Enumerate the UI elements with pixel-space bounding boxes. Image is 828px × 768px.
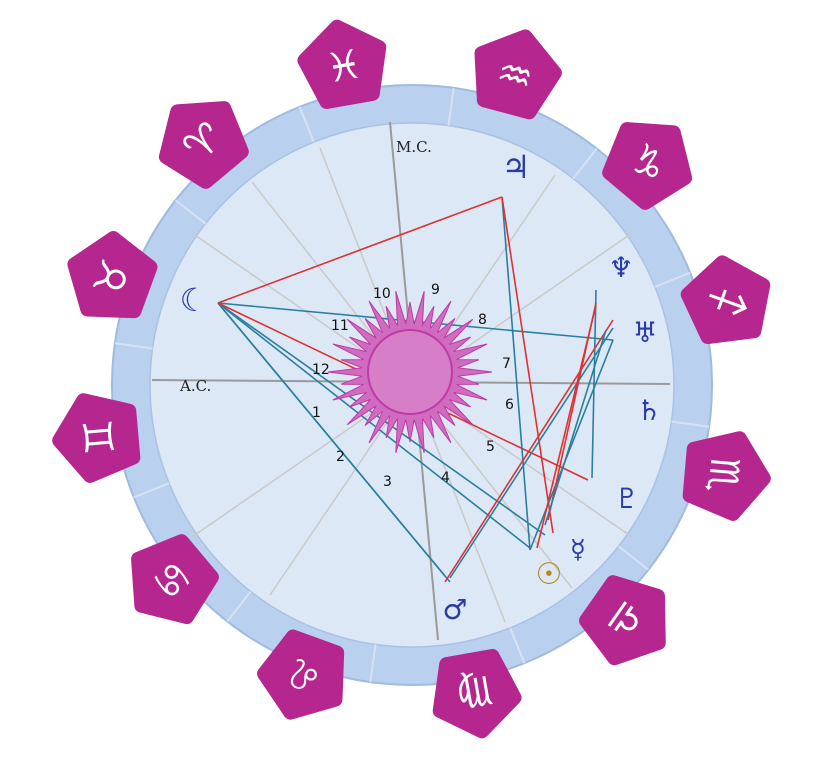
badge-shape — [680, 255, 771, 344]
aspect-line — [536, 304, 597, 549]
taurus-badge: ♉ — [67, 231, 158, 319]
gemini-icon: ♊ — [76, 417, 125, 457]
badge-shape — [474, 29, 562, 120]
badge-shape — [257, 629, 345, 720]
ring-divider — [174, 199, 207, 225]
house-number-6: 6 — [505, 397, 514, 413]
ring-divider — [369, 644, 377, 683]
aspect-line — [591, 289, 597, 479]
aspect-line — [449, 327, 614, 579]
midheaven-label: M.C. — [396, 138, 432, 156]
mars-icon: ♂ — [442, 593, 467, 626]
badge-shape — [158, 101, 249, 189]
house-number-5: 5 — [486, 439, 495, 455]
ring-divider — [114, 342, 153, 350]
mercury-icon: ☿ — [570, 535, 586, 565]
badge-shape — [131, 534, 219, 625]
aries-badge: ♈ — [158, 101, 249, 189]
aspect-line — [529, 339, 614, 551]
badge-shape — [682, 431, 771, 521]
zodiac-badges: ♓ ♒ ♑ ♐ ♏ ♎ ♍ ♌ — [52, 19, 771, 739]
saturn-icon: ♄ — [636, 394, 661, 427]
sun-disc — [367, 329, 453, 415]
aquarius-badge: ♒ — [474, 29, 562, 120]
scorpio-icon: ♏ — [699, 455, 748, 495]
house-number-12: 12 — [312, 362, 330, 378]
leo-badge: ♌ — [257, 629, 345, 720]
scorpio-badge: ♏ — [682, 431, 771, 521]
badge-shape — [578, 575, 666, 666]
house-number-7: 7 — [502, 356, 511, 372]
aspect-line — [544, 329, 607, 526]
house-number-10: 10 — [373, 286, 391, 302]
pisces-icon: ♓ — [323, 41, 366, 93]
aspect-line — [444, 319, 614, 583]
house-number-2: 2 — [336, 449, 345, 465]
house-number-4: 4 — [441, 470, 450, 486]
cancer-badge: ♋ — [131, 534, 219, 625]
badge-shape — [602, 122, 693, 210]
pisces-badge: ♓ — [297, 19, 387, 109]
gemini-badge: ♊ — [52, 393, 141, 483]
jupiter-icon: ♃ — [502, 148, 531, 186]
uranus-icon: ♅ — [632, 316, 657, 349]
aspect-line — [501, 196, 554, 534]
libra-badge: ♎ — [578, 575, 666, 666]
ring-dividers — [114, 87, 710, 683]
virgo-icon: ♍ — [453, 665, 496, 717]
ring-divider — [133, 482, 170, 499]
aspect-line — [501, 196, 531, 551]
badge-shape — [67, 231, 158, 319]
ring-divider — [509, 627, 526, 664]
aspect-line — [217, 196, 503, 304]
house-number-3: 3 — [383, 474, 392, 490]
ring-divider — [226, 590, 252, 623]
ring-divider — [447, 87, 455, 126]
virgo-badge: ♍ — [432, 649, 522, 739]
badge-shape — [52, 393, 141, 483]
sagittarius-badge: ♐ — [680, 255, 771, 344]
house-numbers: 1 2 3 4 5 6 7 8 9 10 11 12 — [312, 282, 514, 490]
neptune-icon: ♆ — [608, 251, 633, 284]
sun-planet-icon: ☉ — [536, 557, 563, 592]
moon-icon: ☾ — [180, 281, 209, 319]
house-number-11: 11 — [331, 318, 349, 334]
house-number-1: 1 — [312, 405, 321, 421]
aspect-line — [217, 302, 451, 583]
pluto-icon: ♇ — [614, 482, 639, 515]
badge-shape — [432, 649, 522, 739]
ring-divider — [298, 106, 315, 143]
badge-shape — [297, 19, 387, 109]
house-number-8: 8 — [478, 312, 487, 328]
ring-divider — [617, 545, 650, 571]
ring-divider — [572, 147, 598, 180]
aspect-line — [217, 302, 531, 549]
ring-divider — [671, 420, 710, 428]
planet-glyphs: ♃ ♆ ♅ ♄ ♇ ☿ ☉ ♂ ☾ — [180, 148, 662, 626]
ring-divider — [654, 271, 691, 288]
ascendant-label: A.C. — [179, 377, 211, 395]
sun-graphic — [327, 291, 493, 453]
capricorn-badge: ♑ — [602, 122, 693, 210]
house-number-9: 9 — [431, 282, 440, 298]
